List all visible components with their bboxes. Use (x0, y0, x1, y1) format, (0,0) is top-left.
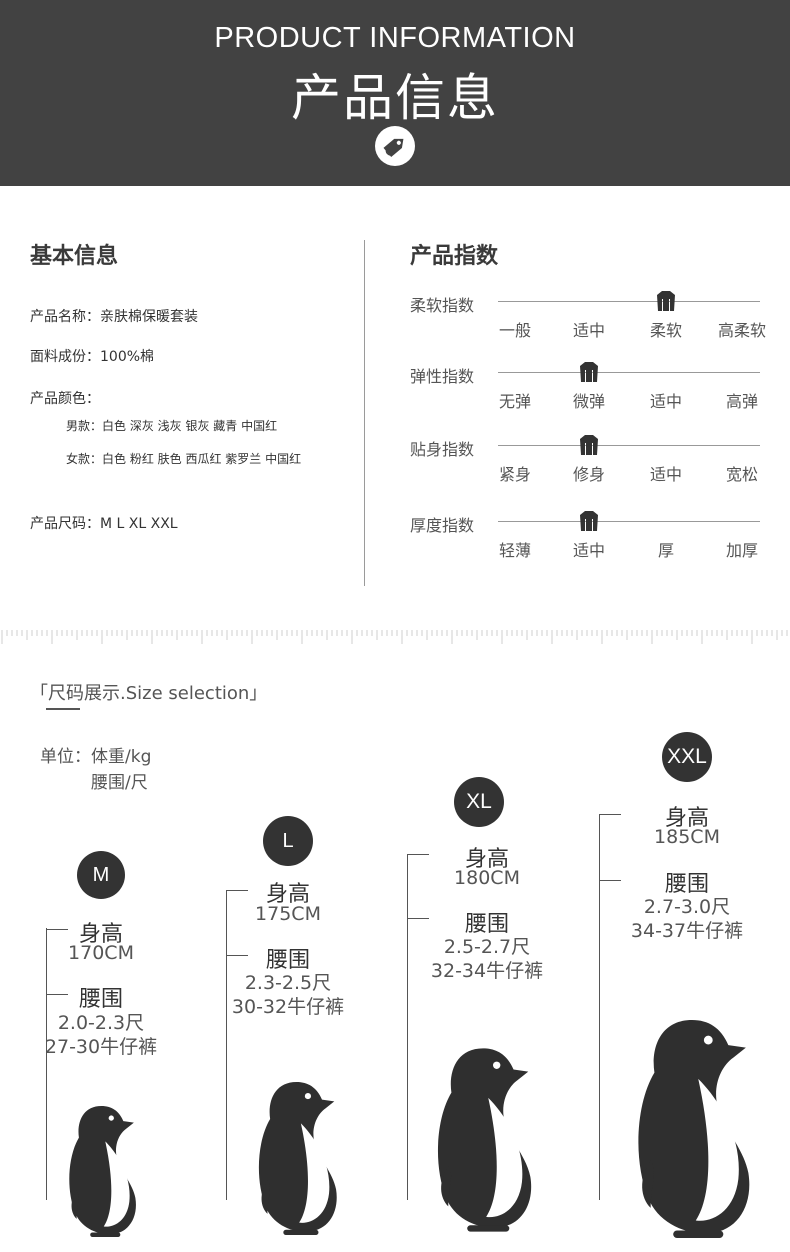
index-option: 厚 (657, 541, 674, 560)
height-value: 180CM (454, 867, 520, 889)
index-scale-line (498, 372, 760, 373)
size-bracket-tick (599, 880, 621, 881)
index-option: 微弹 (572, 392, 605, 411)
waist-value: 2.7-3.0尺 (643, 896, 731, 918)
jeans-size-value: 34-37牛仔裤 (630, 920, 744, 942)
male-colors-line: 男款：白色 深灰 浅灰 银灰 藏青 中国红 (66, 419, 278, 433)
waist-label: 腰围 (78, 987, 123, 1012)
index-scale-line (498, 301, 760, 302)
size-bracket-tick (407, 854, 429, 855)
jeans-size-value: 32-34牛仔裤 (430, 960, 544, 982)
size-bracket-tick (46, 994, 68, 995)
height-value: 175CM (255, 903, 321, 925)
size-line: 产品尺码：M L XL XXL (30, 516, 178, 532)
size-badge: M (77, 851, 125, 899)
shirt-marker-icon (656, 290, 676, 312)
index-option: 适中 (649, 392, 682, 411)
size-section-title: 「尺码展示.Size selection」 (30, 683, 268, 704)
header-title-cn: 产品信息 (291, 69, 499, 127)
female-colors-line: 女款：白色 粉红 肤色 西瓜红 紫罗兰 中国红 (66, 452, 302, 466)
product-name-line: 产品名称：亲肤棉保暖套装 (30, 309, 198, 325)
header-title-en: PRODUCT INFORMATION (214, 22, 576, 54)
size-bracket-line (226, 890, 227, 1200)
indices-title: 产品指数 (410, 244, 499, 269)
jeans-size-value: 30-32牛仔裤 (231, 996, 345, 1018)
ruler-divider (1, 630, 788, 644)
penguin-icon (248, 1075, 345, 1246)
waist-label: 腰围 (664, 872, 709, 897)
size-bracket-tick (599, 814, 621, 815)
index-option: 修身 (572, 465, 605, 484)
unit-line-1: 单位：体重/kg (40, 747, 152, 767)
height-label: 身高 (664, 806, 709, 831)
waist-value: 2.3-2.5尺 (244, 972, 332, 994)
basic-info-title: 基本信息 (30, 244, 119, 269)
waist-label: 腰围 (464, 912, 509, 937)
size-bracket-line (46, 928, 47, 1200)
index-scale-line (498, 445, 760, 446)
height-value: 170CM (68, 942, 134, 964)
index-option: 柔软 (649, 321, 682, 340)
fabric-line: 面料成份：100%棉 (30, 349, 155, 365)
waist-value: 2.5-2.7尺 (443, 936, 531, 958)
penguin-icon (425, 1040, 541, 1244)
vertical-divider (364, 240, 365, 586)
index-option: 适中 (649, 465, 682, 484)
index-option: 宽松 (725, 465, 758, 484)
header-banner: PRODUCT INFORMATION 产品信息 (0, 0, 790, 186)
height-label: 身高 (78, 922, 123, 947)
price-tag-icon (375, 126, 415, 166)
index-option: 高弹 (725, 392, 758, 411)
size-bracket-tick (226, 890, 248, 891)
size-badge: L (263, 816, 313, 866)
index-scale-line (498, 521, 760, 522)
index-label: 弹性指数 (410, 367, 475, 386)
index-label: 贴身指数 (410, 440, 475, 459)
color-label: 产品颜色： (30, 391, 100, 407)
shirt-marker-icon (579, 434, 599, 456)
index-option: 适中 (572, 541, 605, 560)
size-bracket-line (599, 814, 600, 1200)
unit-line-2: 腰围/尺 (91, 773, 148, 793)
waist-label: 腰围 (265, 948, 310, 973)
index-option: 高柔软 (717, 321, 766, 340)
size-bracket-tick (407, 918, 429, 919)
index-option: 适中 (572, 321, 605, 340)
index-option: 一般 (498, 321, 531, 340)
index-label: 厚度指数 (410, 516, 475, 535)
shirt-marker-icon (579, 361, 599, 383)
penguin-icon (60, 1100, 143, 1247)
size-bracket-line (407, 854, 408, 1200)
penguin-icon (623, 1010, 761, 1252)
index-option: 加厚 (725, 541, 758, 560)
height-value: 185CM (654, 826, 720, 848)
index-option: 轻薄 (498, 541, 531, 560)
height-label: 身高 (265, 882, 310, 907)
shirt-marker-icon (579, 510, 599, 532)
index-label: 柔软指数 (410, 296, 475, 315)
waist-value: 2.0-2.3尺 (57, 1012, 145, 1034)
height-label: 身高 (464, 847, 509, 872)
index-option: 紧身 (498, 465, 531, 484)
size-badge: XXL (662, 732, 712, 782)
size-bracket-tick (226, 955, 248, 956)
index-option: 无弹 (498, 392, 531, 411)
size-bracket-tick (46, 929, 68, 930)
size-badge: XL (454, 777, 504, 827)
size-title-underline (46, 708, 80, 710)
jeans-size-value: 27-30牛仔裤 (44, 1036, 158, 1058)
